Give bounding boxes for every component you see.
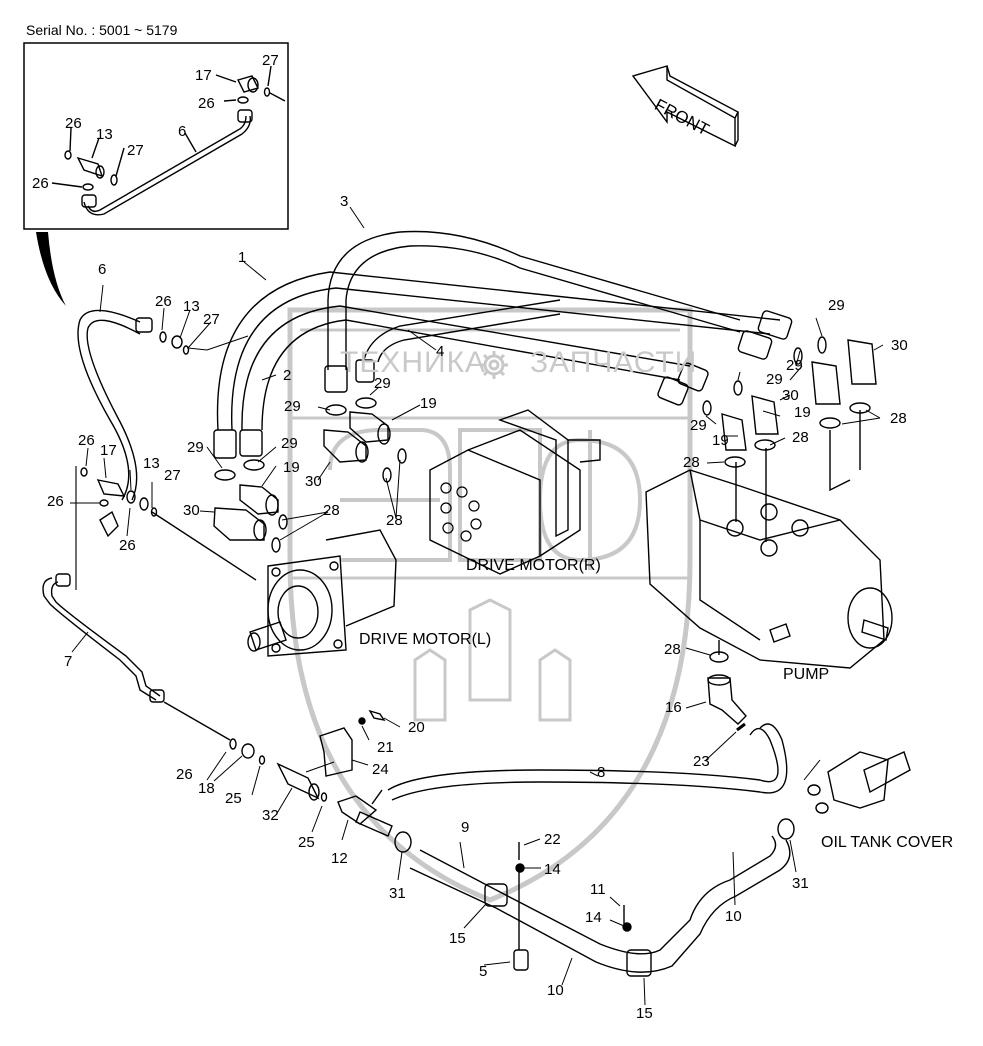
callout-12[interactable]: 12 [331,850,348,867]
callout-17[interactable]: 17 [100,442,117,459]
caption-oil-tank-cover: OIL TANK COVER [821,834,954,851]
callout-29[interactable]: 29 [766,371,783,388]
inset-pointer-icon [36,232,66,306]
callout-30[interactable]: 30 [183,502,200,519]
callout-3[interactable]: 3 [340,193,349,210]
inset-artwork [51,65,286,216]
callout-20[interactable]: 20 [408,719,425,736]
callout-27[interactable]: 27 [203,311,220,328]
main-hoses [77,230,793,501]
callout-13[interactable]: 13 [143,455,160,472]
callout-30[interactable]: 30 [305,473,322,490]
serial-number-note: Serial No. : 5001 ~ 5179 [26,22,178,38]
callout-24[interactable]: 24 [372,761,389,778]
callout-29[interactable]: 29 [187,439,204,456]
callout-27[interactable]: 27 [127,142,144,159]
callout-29[interactable]: 29 [828,297,845,314]
gear-icon [480,351,508,379]
callout-19[interactable]: 19 [712,432,729,449]
callout-26[interactable]: 26 [176,766,193,783]
callout-19[interactable]: 19 [283,459,300,476]
callout-19[interactable]: 19 [794,404,811,421]
callout-15[interactable]: 15 [449,930,466,947]
callout-13[interactable]: 13 [183,298,200,315]
callout-28[interactable]: 28 [792,429,809,446]
callout-29[interactable]: 29 [690,417,707,434]
callout-18[interactable]: 18 [198,780,215,797]
callout-5[interactable]: 5 [479,963,488,980]
callout-26[interactable]: 26 [78,432,95,449]
callout-29[interactable]: 29 [284,398,301,415]
callout-10[interactable]: 10 [547,982,564,999]
callout-15[interactable]: 15 [636,1005,653,1022]
callout-30[interactable]: 30 [891,337,908,354]
callout-23[interactable]: 23 [693,753,710,770]
callout-19[interactable]: 19 [420,395,437,412]
watermark-logo-icon [287,307,693,903]
drive-motor-r-artwork [429,409,601,575]
callout-25[interactable]: 25 [298,834,315,851]
callout-17[interactable]: 17 [195,67,212,84]
pump-artwork [645,410,893,669]
callout-9[interactable]: 9 [461,819,470,836]
callout-31[interactable]: 31 [792,875,809,892]
callout-29[interactable]: 29 [786,357,803,374]
callout-1[interactable]: 1 [238,249,247,266]
callout-28[interactable]: 28 [664,641,681,658]
callout-25[interactable]: 25 [225,790,242,807]
callout-28[interactable]: 28 [683,454,700,471]
callout-28[interactable]: 28 [386,512,403,529]
callout-28[interactable]: 28 [323,502,340,519]
callout-14[interactable]: 14 [585,909,602,926]
caption-drive-motor-l: DRIVE MOTOR(L) [359,631,492,648]
callout-27[interactable]: 27 [262,52,279,69]
caption-drive-motor-r: DRIVE MOTOR(R) [466,557,601,574]
callout-27[interactable]: 27 [164,467,181,484]
watermark-text-right: ЗАПЧАСТИ [530,346,698,379]
callout-7[interactable]: 7 [64,653,73,670]
callout-26[interactable]: 26 [198,95,215,112]
callout-6[interactable]: 6 [98,261,107,278]
callout-14[interactable]: 14 [544,861,561,878]
leader-lines [70,206,884,1006]
callout-8[interactable]: 8 [597,764,606,781]
caption-pump: PUMP [783,666,830,683]
drive-motor-l-artwork [247,529,397,657]
callout-2[interactable]: 2 [283,367,292,384]
callout-13[interactable]: 13 [96,126,113,143]
callout-29[interactable]: 29 [281,435,298,452]
front-arrow-icon [631,65,739,148]
callout-30[interactable]: 30 [782,387,799,404]
callout-4[interactable]: 4 [436,343,445,360]
callout-29[interactable]: 29 [374,375,391,392]
callout-26[interactable]: 26 [47,493,64,510]
callout-22[interactable]: 22 [544,831,561,848]
callout-16[interactable]: 16 [665,699,682,716]
callout-26[interactable]: 26 [32,175,49,192]
callout-26[interactable]: 26 [65,115,82,132]
callout-10[interactable]: 10 [725,908,742,925]
callout-26[interactable]: 26 [119,537,136,554]
watermark-text-left: ТЕХНИКА [340,346,487,379]
callout-26[interactable]: 26 [155,293,172,310]
callout-31[interactable]: 31 [389,885,406,902]
callout-6[interactable]: 6 [178,123,187,140]
fittings-and-orings [42,331,911,977]
callout-21[interactable]: 21 [377,739,394,756]
callout-28[interactable]: 28 [890,410,907,427]
inset-frame [23,42,289,230]
callout-32[interactable]: 32 [262,807,279,824]
callout-11[interactable]: 11 [590,881,606,898]
